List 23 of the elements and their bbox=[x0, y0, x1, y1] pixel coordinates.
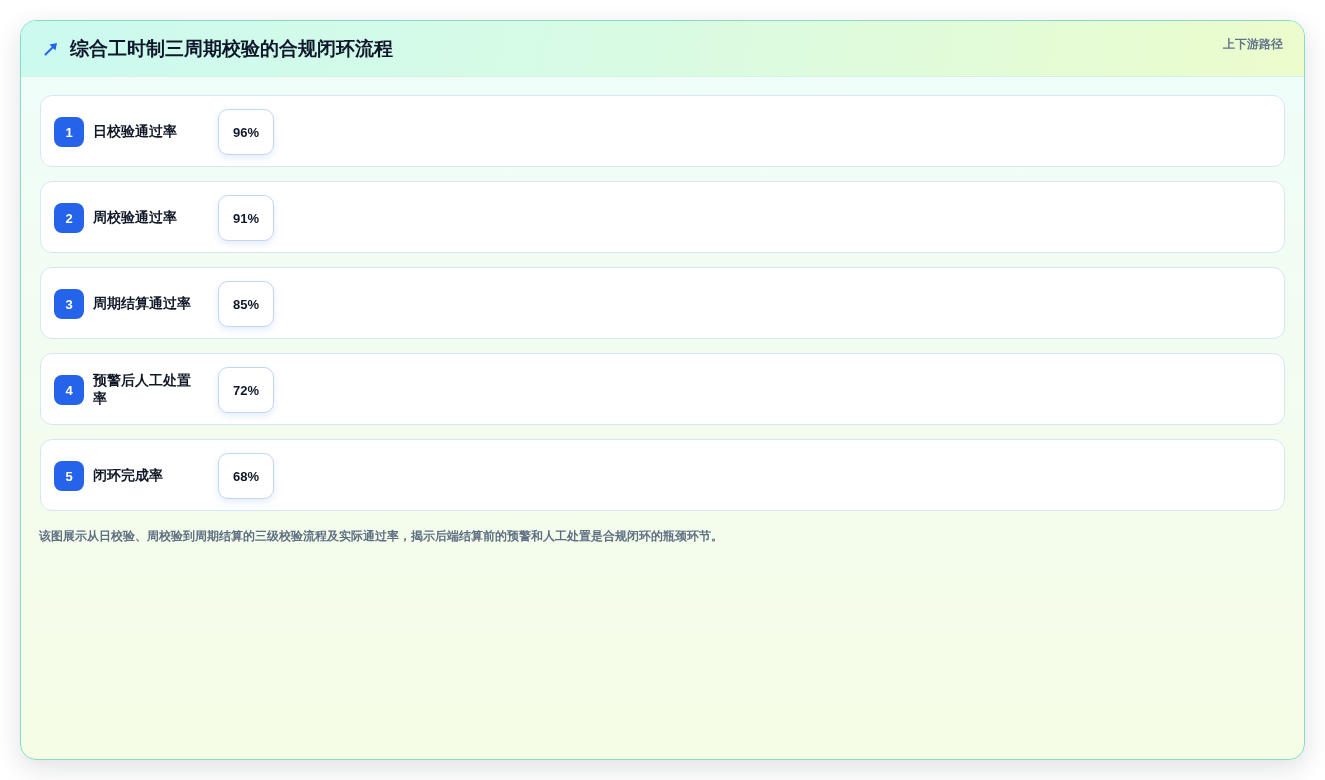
metric-row bbox=[40, 95, 1285, 167]
number-badge: 3 bbox=[54, 289, 84, 319]
percent-pill: 96% bbox=[218, 109, 274, 155]
metric-row bbox=[40, 439, 1285, 511]
row-label: 周期结算通过率 bbox=[93, 294, 192, 312]
number-badge: 2 bbox=[54, 203, 84, 233]
caption-text: 该图展示从日校验、周校验到周期结算的三级校验流程及实际通过率，揭示后端结算前的预警和人工处置是合规闭环的瓶颈环节。 bbox=[39, 528, 723, 544]
metric-row bbox=[40, 267, 1285, 339]
row-label: 预警后人工处置率 bbox=[93, 371, 192, 407]
number-badge: 5 bbox=[54, 461, 84, 491]
row-label: 日校验通过率 bbox=[93, 122, 178, 140]
percent-pill: 72% bbox=[218, 367, 274, 413]
metric-row bbox=[40, 181, 1285, 253]
percent-pill: 85% bbox=[218, 281, 274, 327]
header-label: 上下游路径 bbox=[1223, 36, 1283, 52]
row-label: 周校验通过率 bbox=[93, 208, 178, 226]
title-text: 综合工时制三周期校验的合规闭环流程 bbox=[70, 37, 393, 61]
metric-row bbox=[40, 353, 1285, 425]
percent-pill: 68% bbox=[218, 453, 274, 499]
row-label: 闭环完成率 bbox=[93, 466, 164, 484]
number-badge: 4 bbox=[54, 375, 84, 405]
percent-pill: 91% bbox=[218, 195, 274, 241]
number-badge: 1 bbox=[54, 117, 84, 147]
